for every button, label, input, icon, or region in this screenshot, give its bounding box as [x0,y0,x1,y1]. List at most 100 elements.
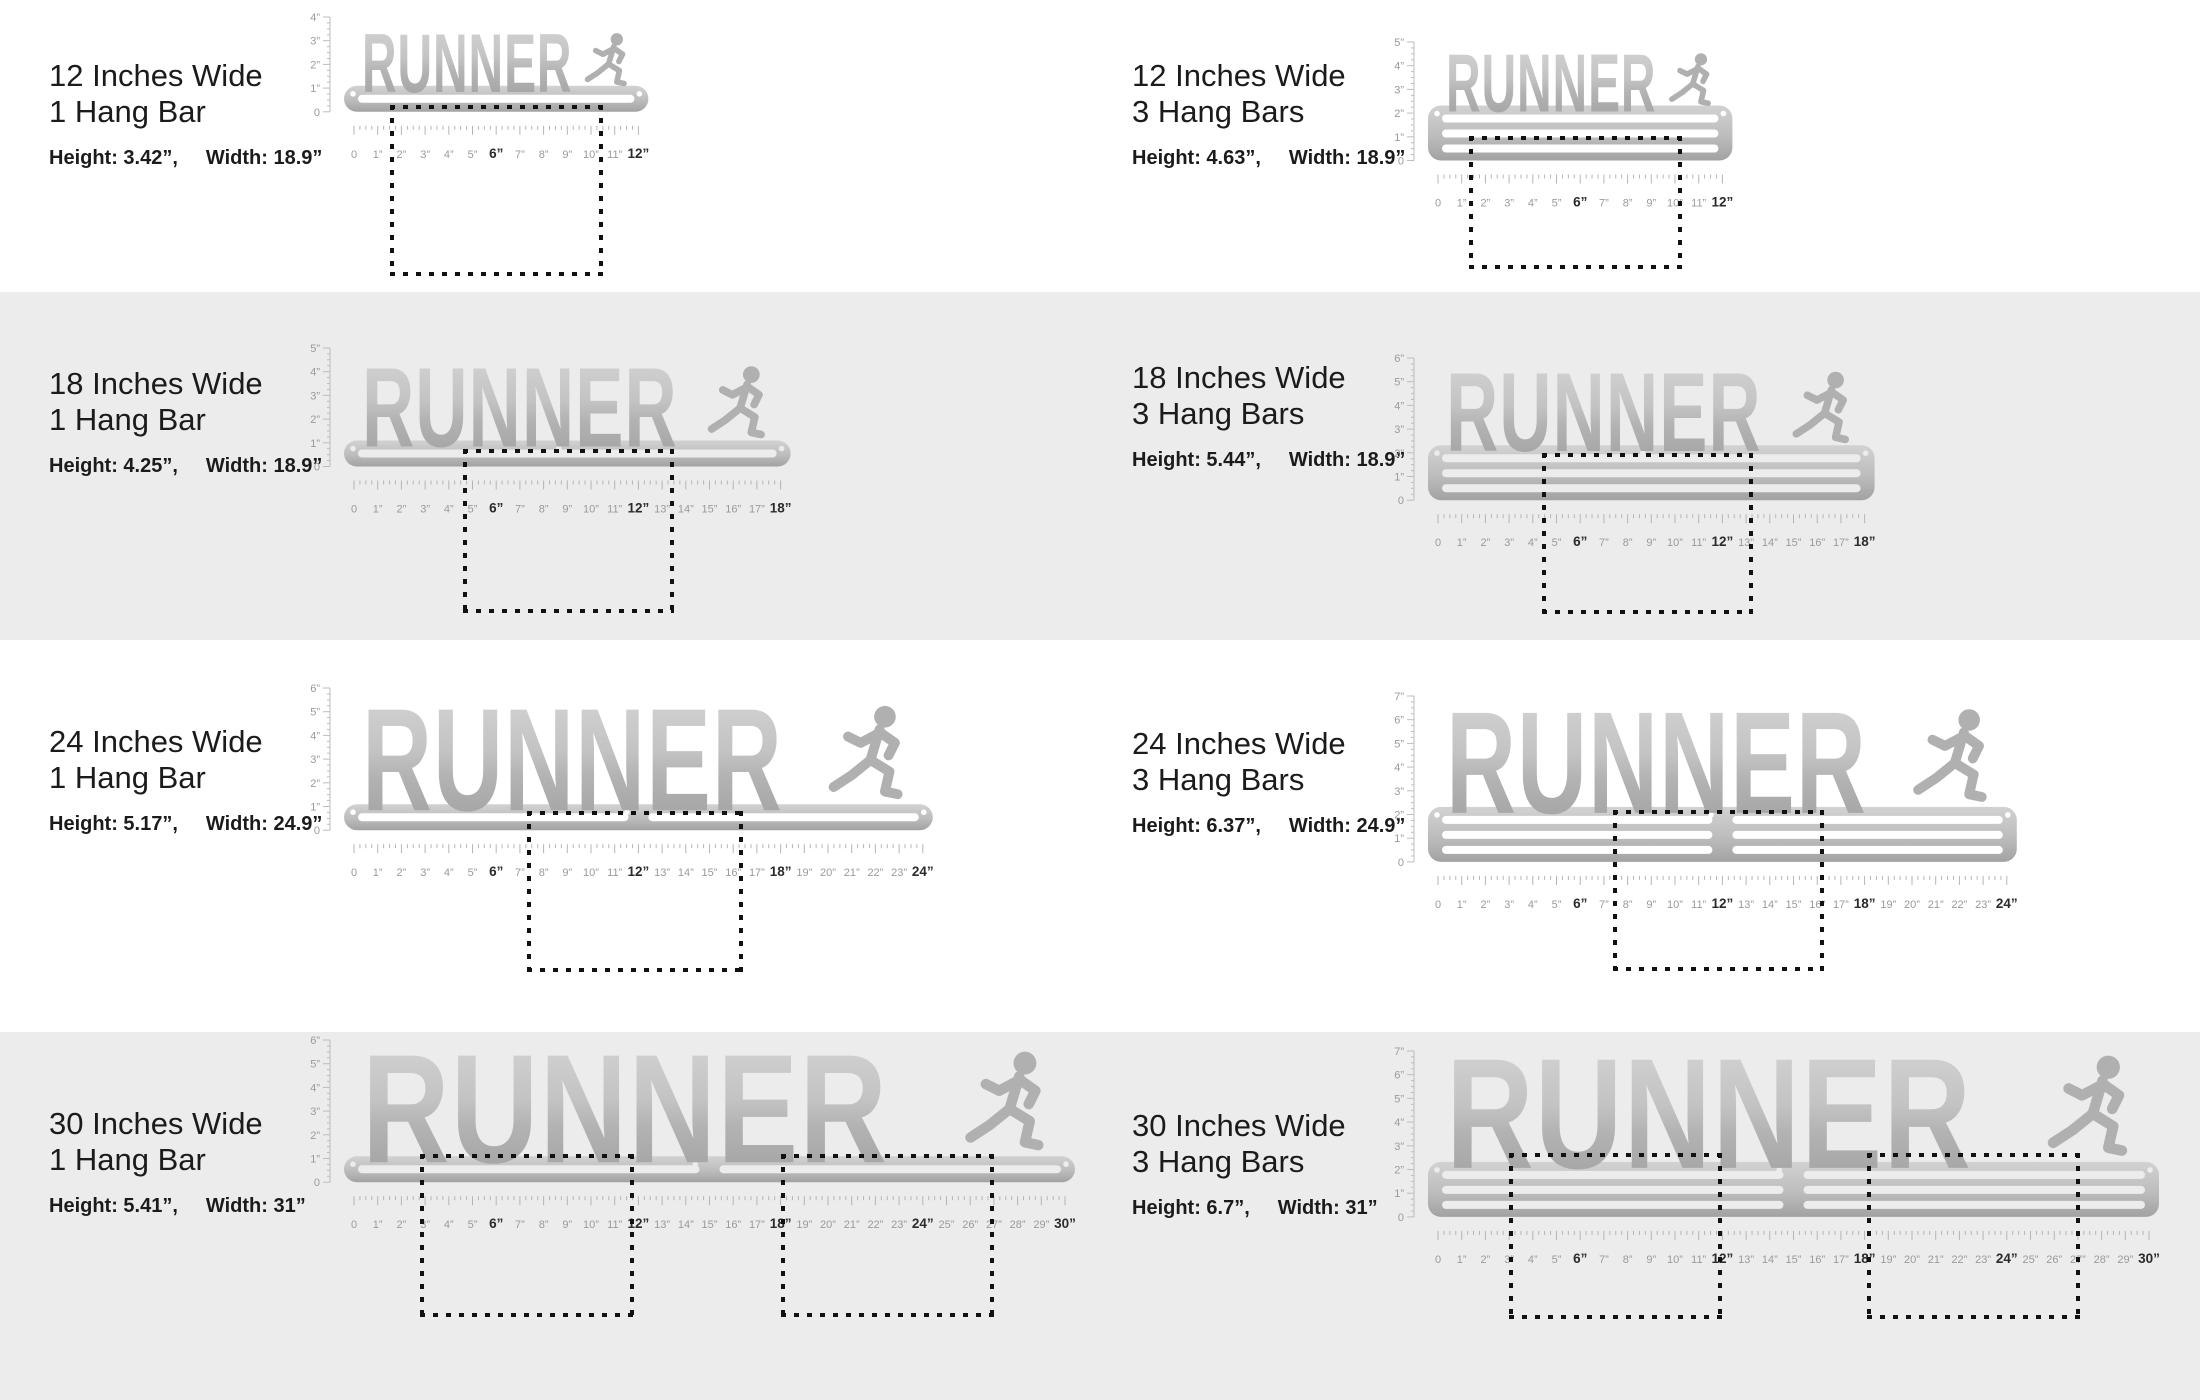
svg-text:2”: 2” [397,503,407,515]
svg-text:2”: 2” [1481,537,1491,549]
panel-title-bars: 1 Hang Bar [49,760,206,795]
panel-title-width: 24 Inches Wide [1132,726,1346,761]
panel-title-bars: 3 Hang Bars [1132,396,1305,431]
vertical-ruler: 01”2”3”4”5” [1394,37,1415,167]
svg-text:14”: 14” [678,1219,694,1231]
svg-text:4”: 4” [1394,400,1404,412]
panel-dimensions: Height: 5.41”,Width: 31” [49,1195,306,1218]
mounting-hole [1862,450,1869,456]
svg-text:4”: 4” [310,730,320,742]
svg-text:12”: 12” [1712,194,1734,209]
mounting-hole [1434,110,1440,116]
svg-text:0: 0 [1435,197,1441,209]
svg-text:4”: 4” [1528,537,1538,549]
svg-text:15”: 15” [1786,1254,1802,1266]
svg-text:2”: 2” [310,778,320,790]
medal-area-box [1866,1153,2081,1319]
svg-text:28”: 28” [1010,1219,1026,1231]
svg-text:17”: 17” [749,867,765,879]
mounting-hole [1063,1161,1069,1167]
medal-area-box [1468,136,1683,270]
svg-text:1”: 1” [1394,1188,1404,1200]
medal-area-box [1509,1153,1723,1319]
svg-text:0: 0 [1435,537,1441,549]
svg-text:7”: 7” [1394,1046,1404,1058]
svg-text:5”: 5” [1394,1093,1404,1105]
mounting-hole [350,445,356,451]
sign-text: RUNNER [362,344,678,470]
vertical-ruler: 01”2”3”4”5”6”7” [1394,1046,1415,1224]
svg-text:3”: 3” [1394,786,1404,798]
svg-text:6”: 6” [310,683,320,695]
svg-text:15”: 15” [702,503,718,515]
svg-text:20”: 20” [820,867,836,879]
svg-text:0: 0 [1398,495,1404,507]
runner-icon [1792,371,1850,443]
svg-text:0: 0 [1398,857,1404,869]
dimension-height: Height: 3.42”, [49,147,178,169]
panel-title-bars: 1 Hang Bar [49,402,206,437]
dimension-width: Width: 24.9” [205,813,323,835]
panel-dimensions: Height: 3.42”,Width: 18.9” [49,147,322,170]
svg-text:1”: 1” [373,503,383,515]
panel-title-width: 18 Inches Wide [1132,360,1346,395]
svg-text:5”: 5” [310,343,320,355]
svg-text:2”: 2” [1394,810,1404,822]
svg-text:4”: 4” [1394,1117,1404,1129]
svg-text:22”: 22” [867,867,883,879]
panel-title-width: 12 Inches Wide [1132,58,1346,93]
svg-text:2”: 2” [310,1130,320,1142]
svg-text:2”: 2” [1394,1165,1404,1177]
panel-title-bars: 1 Hang Bar [49,1142,206,1177]
panel-dimensions: Height: 6.7”,Width: 31” [1132,1197,1378,1220]
svg-text:2”: 2” [397,1219,407,1231]
svg-text:3”: 3” [310,1106,320,1118]
runner-icon [584,33,627,87]
svg-text:28”: 28” [2094,1254,2110,1266]
svg-text:4”: 4” [1394,762,1404,774]
panel-title-bars: 1 Hang Bar [49,94,206,129]
mounting-hole [636,91,643,97]
svg-text:18”: 18” [1854,896,1876,911]
sign-text: RUNNER [362,16,572,110]
svg-text:3”: 3” [1394,84,1404,96]
svg-text:1”: 1” [373,867,383,879]
svg-text:0: 0 [1398,155,1404,167]
svg-text:14”: 14” [1762,537,1778,549]
panel-dimensions: Height: 4.25”,Width: 18.9” [49,455,322,478]
panel-dimensions: Height: 5.44”,Width: 18.9” [1132,449,1405,472]
svg-text:18”: 18” [770,864,792,879]
medal-area-box [463,449,674,613]
svg-text:19”: 19” [1880,899,1896,911]
svg-text:30”: 30” [1054,1216,1076,1231]
svg-text:2”: 2” [397,867,407,879]
mounting-hole [921,809,927,815]
svg-text:19”: 19” [796,867,812,879]
svg-text:15”: 15” [1786,537,1802,549]
dimension-height: Height: 6.37”, [1132,815,1261,837]
svg-text:17”: 17” [1833,899,1849,911]
svg-text:4”: 4” [444,503,454,515]
panel-title-width: 18 Inches Wide [49,366,263,401]
mounting-hole [692,1161,699,1167]
svg-text:14”: 14” [678,503,694,515]
dimension-height: Height: 4.25”, [49,455,178,477]
svg-text:20”: 20” [1904,899,1920,911]
panel-title-bars: 3 Hang Bars [1132,762,1305,797]
svg-text:4”: 4” [1394,60,1404,72]
svg-text:29”: 29” [1033,1219,1049,1231]
vertical-ruler: 01”2”3”4”5” [310,343,331,473]
mounting-hole [1776,1167,1783,1173]
svg-text:29”: 29” [2117,1254,2133,1266]
svg-text:0: 0 [314,107,320,119]
svg-text:18”: 18” [1854,534,1876,549]
svg-text:1”: 1” [373,1219,383,1231]
